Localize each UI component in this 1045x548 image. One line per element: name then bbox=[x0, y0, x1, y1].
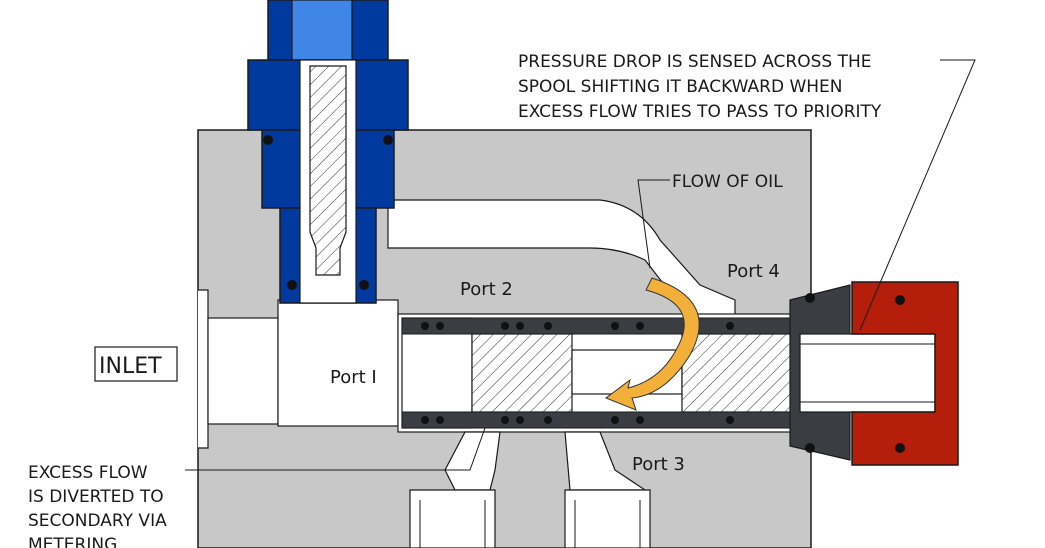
priority-passage bbox=[387, 199, 736, 319]
pressure-drop-line-3: EXCESS FLOW TRIES TO PASS TO PRIORITY bbox=[518, 102, 882, 122]
secondary-outlet-passages bbox=[409, 431, 651, 548]
pressure-drop-line-1: PRESSURE DROP IS SENSED ACROSS THE bbox=[518, 52, 872, 72]
excess-flow-line-1: EXCESS FLOW bbox=[28, 463, 148, 483]
excess-flow-callout: EXCESS FLOW IS DIVERTED TO SECONDARY VIA… bbox=[28, 463, 167, 548]
callout-leader-lines bbox=[185, 59, 976, 471]
end-fitting bbox=[789, 284, 936, 461]
inlet-label-box: INLET bbox=[94, 346, 178, 382]
flow-of-oil-label: FLOW OF OIL bbox=[672, 172, 783, 192]
excess-flow-line-3: SECONDARY VIA bbox=[28, 511, 167, 531]
port-3-label: Port 3 bbox=[632, 454, 685, 475]
pressure-drop-line-2: SPOOL SHIFTING IT BACKWARD WHEN bbox=[518, 77, 843, 97]
spool-seals bbox=[421, 322, 734, 424]
excess-flow-line-4: METERING bbox=[28, 535, 117, 548]
spool bbox=[401, 317, 793, 429]
excess-flow-line-2: IS DIVERTED TO bbox=[28, 487, 164, 507]
oil-flow-arrow bbox=[604, 277, 700, 411]
pressure-drop-callout: PRESSURE DROP IS SENSED ACROSS THE SPOOL… bbox=[518, 52, 882, 122]
inlet-bore bbox=[207, 299, 399, 427]
port-4-label: Port 4 bbox=[727, 261, 780, 282]
port-1-label: Port I bbox=[330, 367, 377, 388]
port-2-label: Port 2 bbox=[460, 279, 513, 300]
end-cap bbox=[851, 281, 959, 466]
inlet-label: INLET bbox=[99, 354, 162, 379]
adjuster-assembly bbox=[247, 0, 409, 304]
